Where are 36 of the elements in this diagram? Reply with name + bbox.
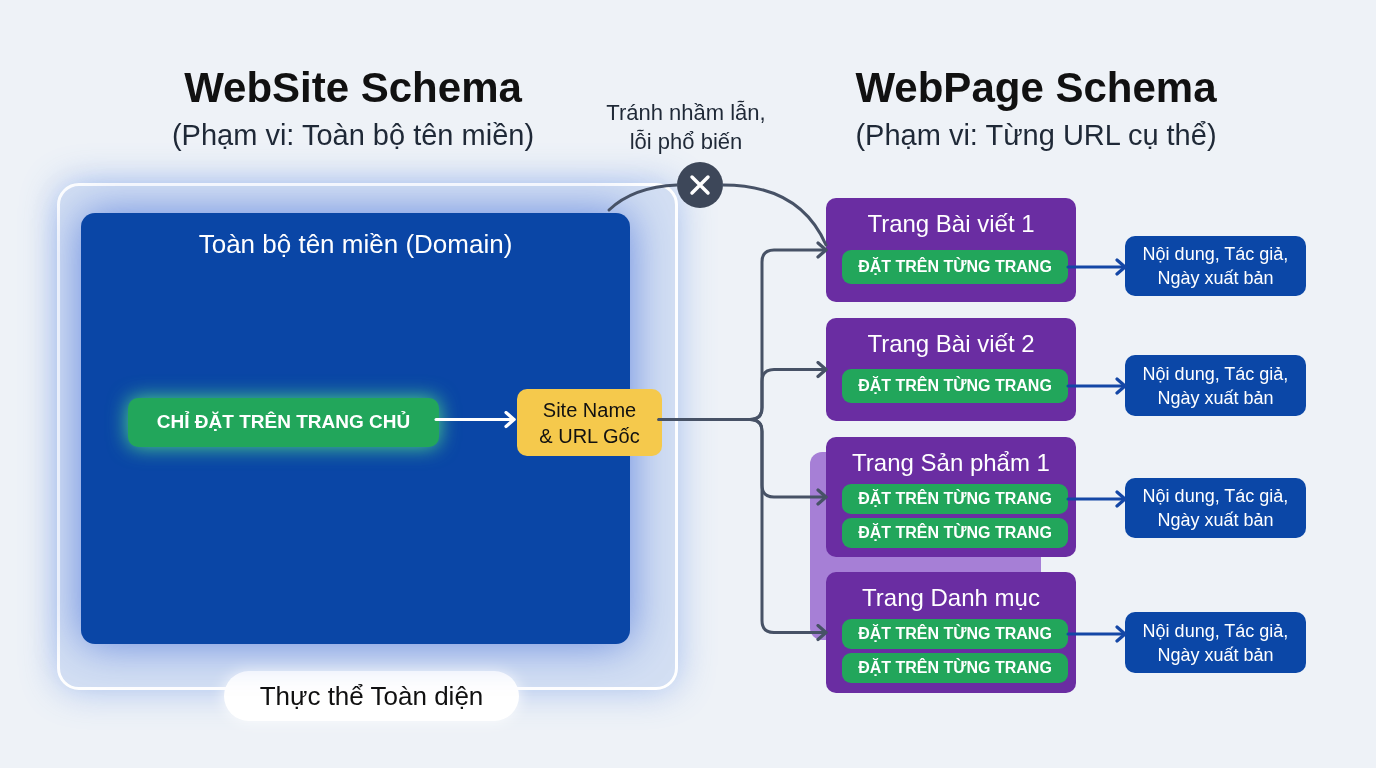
card-title: Trang Sản phẩm 1 <box>851 448 1051 478</box>
arrow <box>1066 625 1127 643</box>
arrow <box>1066 490 1127 508</box>
property-box: Nội dung, Tác giả, Ngày xuất bản <box>1125 478 1306 538</box>
column-subheading: (Phạm vi: Từng URL cụ thể) <box>854 118 1218 153</box>
site-name-box: Site Name & URL Gốc <box>517 389 662 456</box>
card-title: Trang Bài viết 1 <box>866 209 1036 239</box>
placement-tag: ĐẶT TRÊN TỪNG TRANG <box>842 653 1068 683</box>
placement-tag: ĐẶT TRÊN TỪNG TRANG <box>842 518 1068 548</box>
column-heading: WebSite Schema <box>183 63 523 113</box>
arrow <box>1066 258 1127 276</box>
placement-tag: ĐẶT TRÊN TỪNG TRANG <box>842 484 1068 514</box>
page-card <box>826 572 1076 693</box>
homepage-tag: CHỈ ĐẶT TRÊN TRANG CHỦ <box>128 398 439 447</box>
page-card <box>826 198 1076 302</box>
entity-label: Thực thể Toàn diện <box>224 671 519 721</box>
arrow <box>657 418 828 642</box>
property-box: Nội dung, Tác giả, Ngày xuất bản <box>1125 355 1306 416</box>
cross-circle-icon <box>677 162 723 208</box>
card-title: Trang Bài viết 2 <box>866 329 1036 359</box>
warning-note: Tránh nhầm lẫn, lỗi phổ biến <box>605 99 767 156</box>
placement-tag: ĐẶT TRÊN TỪNG TRANG <box>842 250 1068 284</box>
property-box: Nội dung, Tác giả, Ngày xuất bản <box>1125 236 1306 296</box>
card-title: Trang Danh mục <box>861 583 1041 613</box>
property-box: Nội dung, Tác giả, Ngày xuất bản <box>1125 612 1306 673</box>
column-subheading: (Phạm vi: Toàn bộ tên miền) <box>170 118 536 153</box>
page-card <box>826 318 1076 421</box>
connector-line <box>607 183 679 212</box>
arrow <box>1066 377 1127 395</box>
column-heading: WebPage Schema <box>854 63 1218 113</box>
panel-title: Toàn bộ tên miền (Domain) <box>197 228 514 261</box>
page-card <box>826 437 1076 557</box>
placement-tag: ĐẶT TRÊN TỪNG TRANG <box>842 369 1068 403</box>
arrow <box>434 410 516 429</box>
connector-line <box>721 183 828 247</box>
placement-tag: ĐẶT TRÊN TỪNG TRANG <box>842 619 1068 649</box>
